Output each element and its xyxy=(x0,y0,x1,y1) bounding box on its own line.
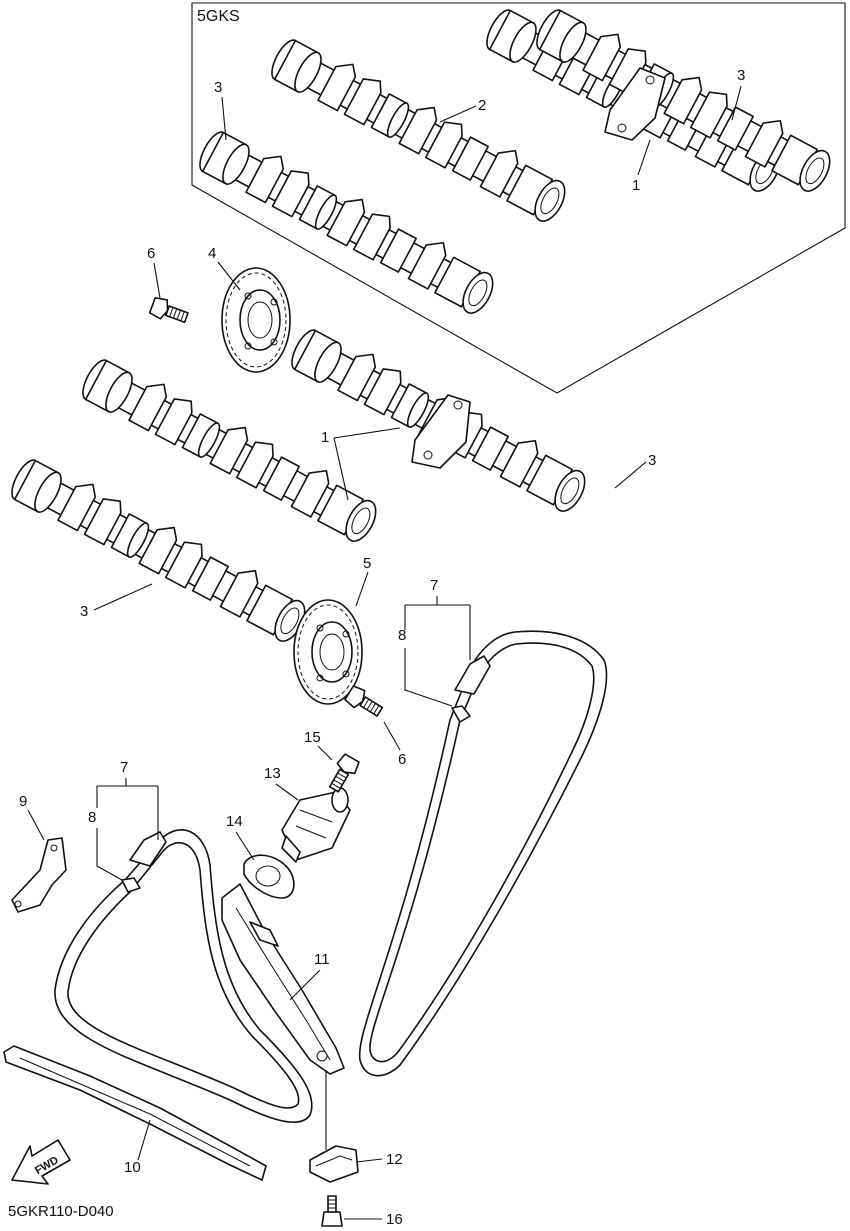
leader-main-10 xyxy=(137,1119,151,1161)
bracket-main-8b xyxy=(404,648,453,707)
main-cam-bracket xyxy=(411,394,471,469)
leader-main-12 xyxy=(355,1158,383,1163)
leader-inset-1 xyxy=(637,139,651,176)
leader-main-9 xyxy=(27,809,45,841)
callout-main-15: 14 xyxy=(226,813,243,830)
bracket-main-7b xyxy=(404,596,471,660)
leader-inset-3a xyxy=(221,96,227,141)
callout-main-14: 13 xyxy=(264,765,281,782)
sprocket-bolt-6-upper xyxy=(148,295,191,328)
chain-tensioner-guide-11 xyxy=(221,883,345,1075)
leader-main-11 xyxy=(289,969,321,1001)
leader-main-4 xyxy=(217,261,241,291)
timing-chain-right xyxy=(358,630,608,1077)
callout-main-1: 1 xyxy=(321,429,329,446)
callout-main-7b: 7 xyxy=(430,577,438,594)
inset-cam-bracket xyxy=(604,67,666,141)
callout-main-7a: 7 xyxy=(120,759,128,776)
callout-inset-3b: 3 xyxy=(737,67,745,84)
callout-main-8a: 8 xyxy=(88,809,96,826)
leader-inset-2 xyxy=(439,105,477,123)
chain-guide-9 xyxy=(11,837,67,913)
inset-5gks: 5GKS 3 2 3 1 xyxy=(191,0,846,394)
chain-guide-10 xyxy=(3,1045,267,1181)
chain-tensioner-14 xyxy=(281,787,351,863)
callout-main-16: 15 xyxy=(304,729,321,746)
guide-stopper-12 xyxy=(309,1145,359,1183)
bracket-main-7a xyxy=(96,778,159,840)
callout-main-3a: 3 xyxy=(648,452,656,469)
leader-main-6b xyxy=(383,721,401,751)
leader-main-14 xyxy=(275,783,299,801)
leader-main-5 xyxy=(355,571,369,607)
callout-main-12: 12 xyxy=(386,1151,403,1168)
callout-main-3b: 3 xyxy=(80,603,88,620)
leader-main-3a xyxy=(614,461,647,489)
inset-frame xyxy=(191,2,846,394)
leader-main-3b xyxy=(93,583,153,611)
stopper-bolt-13 xyxy=(321,1195,343,1227)
callout-main-4: 4 xyxy=(208,245,216,262)
leader-main-16 xyxy=(317,745,333,761)
callout-main-6b: 6 xyxy=(398,751,406,768)
callout-main-9: 9 xyxy=(19,793,27,810)
callout-main-11: 11 xyxy=(314,951,330,968)
callout-main-5: 5 xyxy=(363,555,371,572)
callout-main-10: 10 xyxy=(124,1159,141,1176)
leader-main-15 xyxy=(235,831,255,861)
callout-main-6a: 6 xyxy=(147,245,155,262)
fwd-arrow-icon: FWD xyxy=(11,1139,71,1185)
tensioner-gasket-15 xyxy=(243,854,295,899)
timing-chain-left xyxy=(54,829,313,1123)
leader-inset-3b xyxy=(731,85,742,121)
cam-sprocket-4 xyxy=(221,267,291,373)
drawing-code: 5GKR110-D040 xyxy=(8,1203,114,1220)
inset-label: 5GKS xyxy=(197,8,240,25)
leader-main-1b xyxy=(333,437,349,501)
inset-camshaft-right-back xyxy=(530,0,840,197)
leader-main-1a xyxy=(333,427,401,439)
bracket-main-8a xyxy=(96,828,123,881)
callout-main-13: 16 xyxy=(386,1211,403,1228)
callout-inset-2: 2 xyxy=(478,97,486,114)
callout-main-8b: 8 xyxy=(398,627,406,644)
callout-inset-3a: 3 xyxy=(214,79,222,96)
leader-main-6a xyxy=(153,262,161,299)
callout-inset-1: 1 xyxy=(632,177,640,194)
